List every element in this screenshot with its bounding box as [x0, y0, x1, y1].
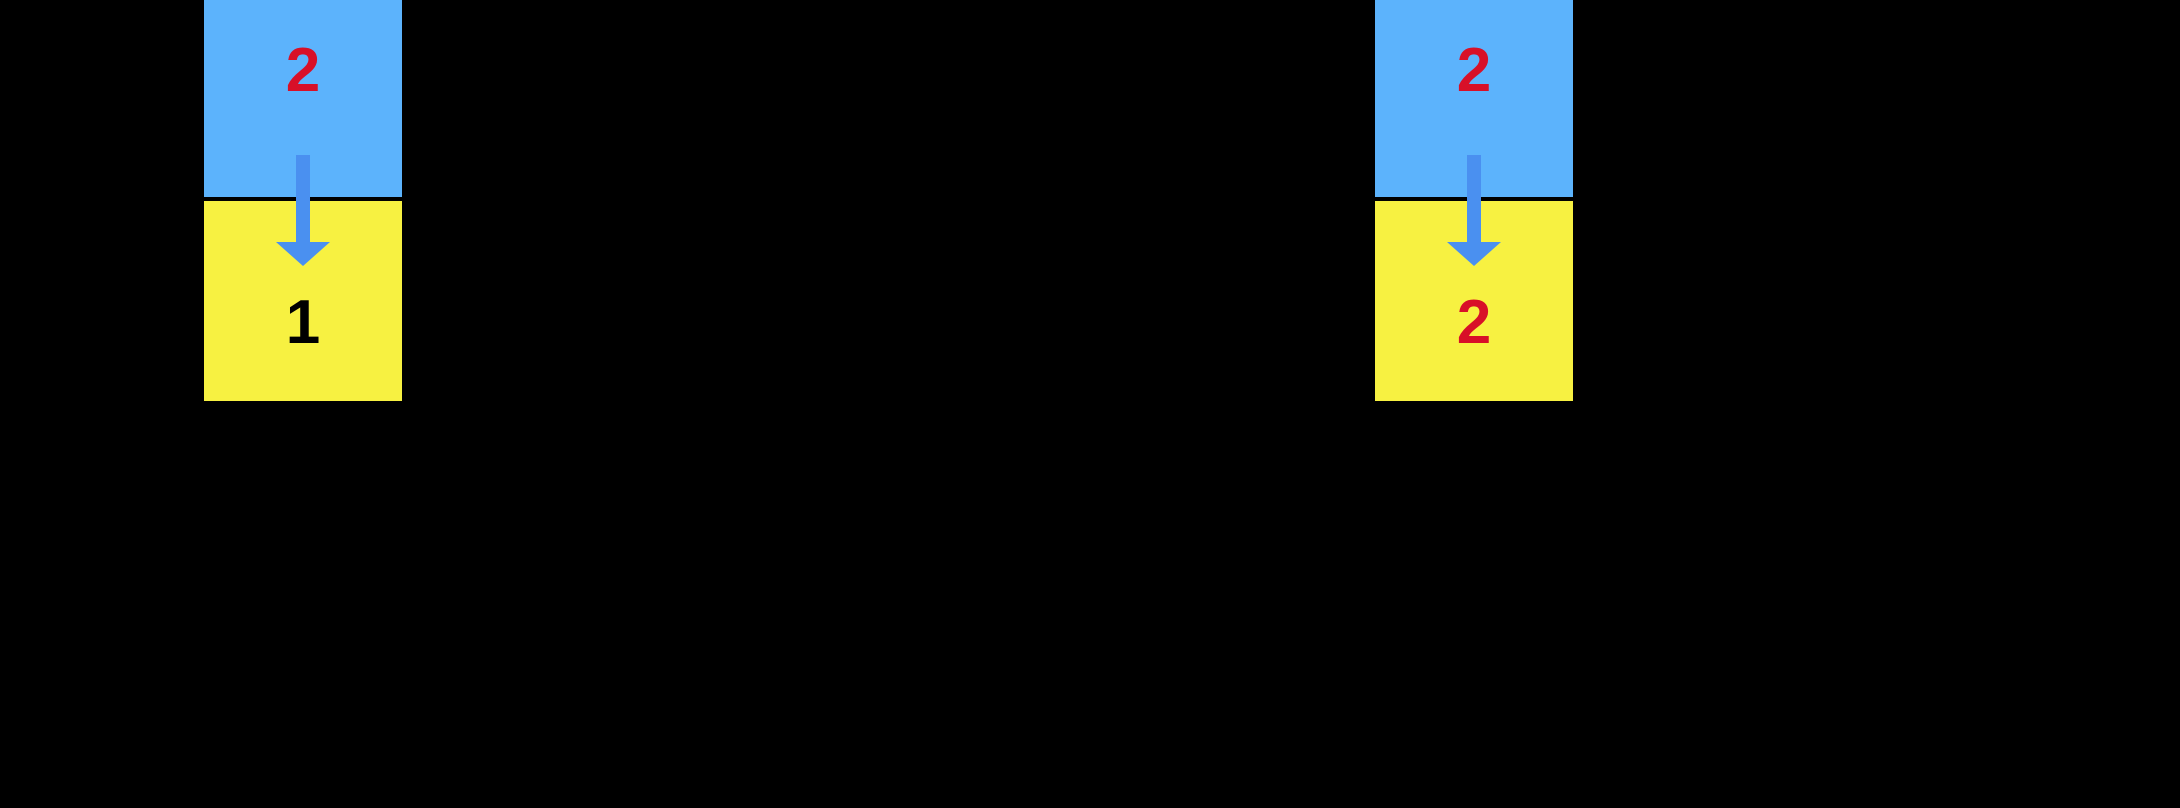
bottom-cell-label-right: 2: [1456, 288, 1492, 357]
cell-group-left: 2 1: [204, 0, 402, 401]
cell-group-right: 2 2: [1375, 0, 1573, 401]
top-cell-left[interactable]: 2: [204, 0, 402, 201]
bottom-cell-right[interactable]: 2: [1375, 201, 1573, 401]
bottom-cell-left[interactable]: 1: [204, 201, 402, 401]
top-cell-label-left: 2: [285, 35, 321, 105]
top-cell-label-right: 2: [1456, 35, 1492, 105]
top-cell-right[interactable]: 2: [1375, 0, 1573, 201]
bottom-cell-label-left: 1: [285, 288, 321, 357]
